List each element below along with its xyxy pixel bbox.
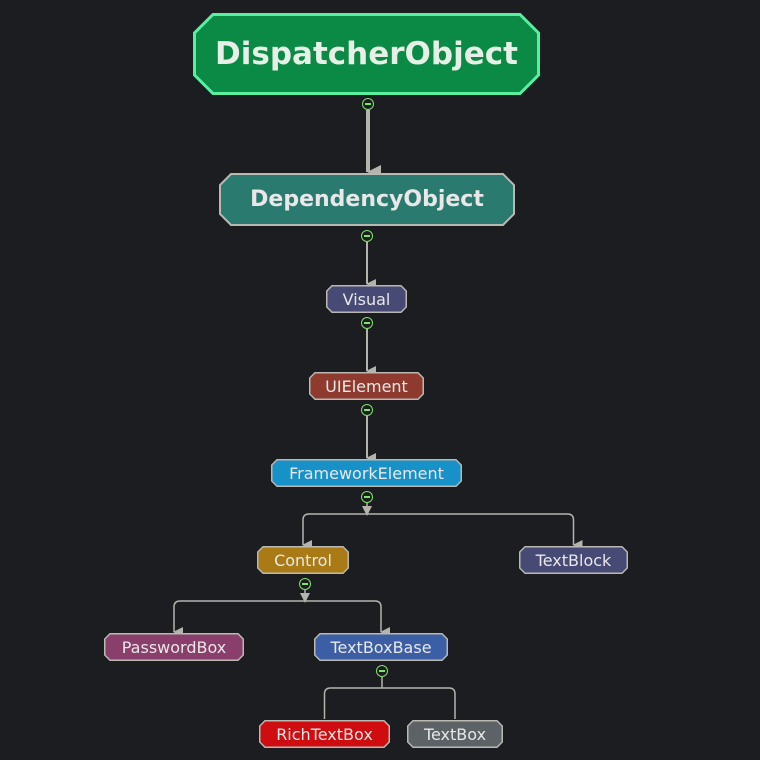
connector-textboxbase-richtextbox [323, 687, 382, 719]
connector-textboxbase-textbox [382, 687, 456, 719]
node-shape [271, 459, 462, 487]
node-label: TextBoxBase [330, 637, 432, 657]
collapse-toggle-icon[interactable] [362, 98, 374, 110]
node-textbox[interactable]: TextBox [407, 720, 503, 748]
node-label: DependencyObject [250, 187, 484, 212]
connector-frameworkelement-textblock [367, 513, 583, 550]
node-frameworkelement[interactable]: FrameworkElement [271, 459, 462, 487]
node-dependencyobject[interactable]: DependencyObject [219, 173, 515, 226]
node-shape [407, 720, 503, 748]
node-label: DispatcherObject [215, 36, 518, 72]
node-shape [259, 720, 390, 748]
node-visual[interactable]: Visual [326, 285, 407, 313]
collapse-toggle-icon[interactable] [361, 491, 373, 503]
node-shape [219, 173, 515, 226]
node-label: UIElement [325, 376, 408, 396]
node-richtextbox[interactable]: RichTextBox [259, 720, 390, 748]
node-shape [193, 13, 540, 95]
node-label: Visual [342, 289, 391, 309]
node-label: PasswordBox [121, 637, 227, 657]
collapse-toggle-icon[interactable] [361, 230, 373, 242]
connector-frameworkelement-control [302, 513, 367, 550]
node-label: FrameworkElement [289, 463, 444, 483]
node-uielement[interactable]: UIElement [309, 372, 424, 400]
connector-control-textboxbase [305, 600, 390, 637]
node-shape [257, 546, 349, 574]
node-shape [326, 285, 407, 313]
node-shape [519, 546, 628, 574]
node-textblock[interactable]: TextBlock [519, 546, 628, 574]
collapse-toggle-icon[interactable] [361, 317, 373, 329]
node-shape [309, 372, 424, 400]
node-label: RichTextBox [276, 724, 373, 744]
collapse-toggle-icon[interactable] [376, 665, 388, 677]
node-label: TextBlock [535, 550, 612, 570]
node-dispatcherobject[interactable]: DispatcherObject [193, 13, 540, 95]
node-control[interactable]: Control [257, 546, 349, 574]
collapse-toggle-icon[interactable] [361, 404, 373, 416]
node-label: TextBox [423, 724, 487, 744]
split-arrow-control [300, 593, 310, 603]
node-shape [104, 633, 244, 661]
node-shape [314, 633, 448, 661]
node-passwordbox[interactable]: PasswordBox [104, 633, 244, 661]
collapse-toggle-icon[interactable] [299, 578, 311, 590]
split-arrow-frameworkelement [362, 506, 372, 516]
connector-control-passwordbox [173, 600, 305, 637]
node-textboxbase[interactable]: TextBoxBase [314, 633, 448, 661]
node-label: Control [274, 550, 332, 570]
